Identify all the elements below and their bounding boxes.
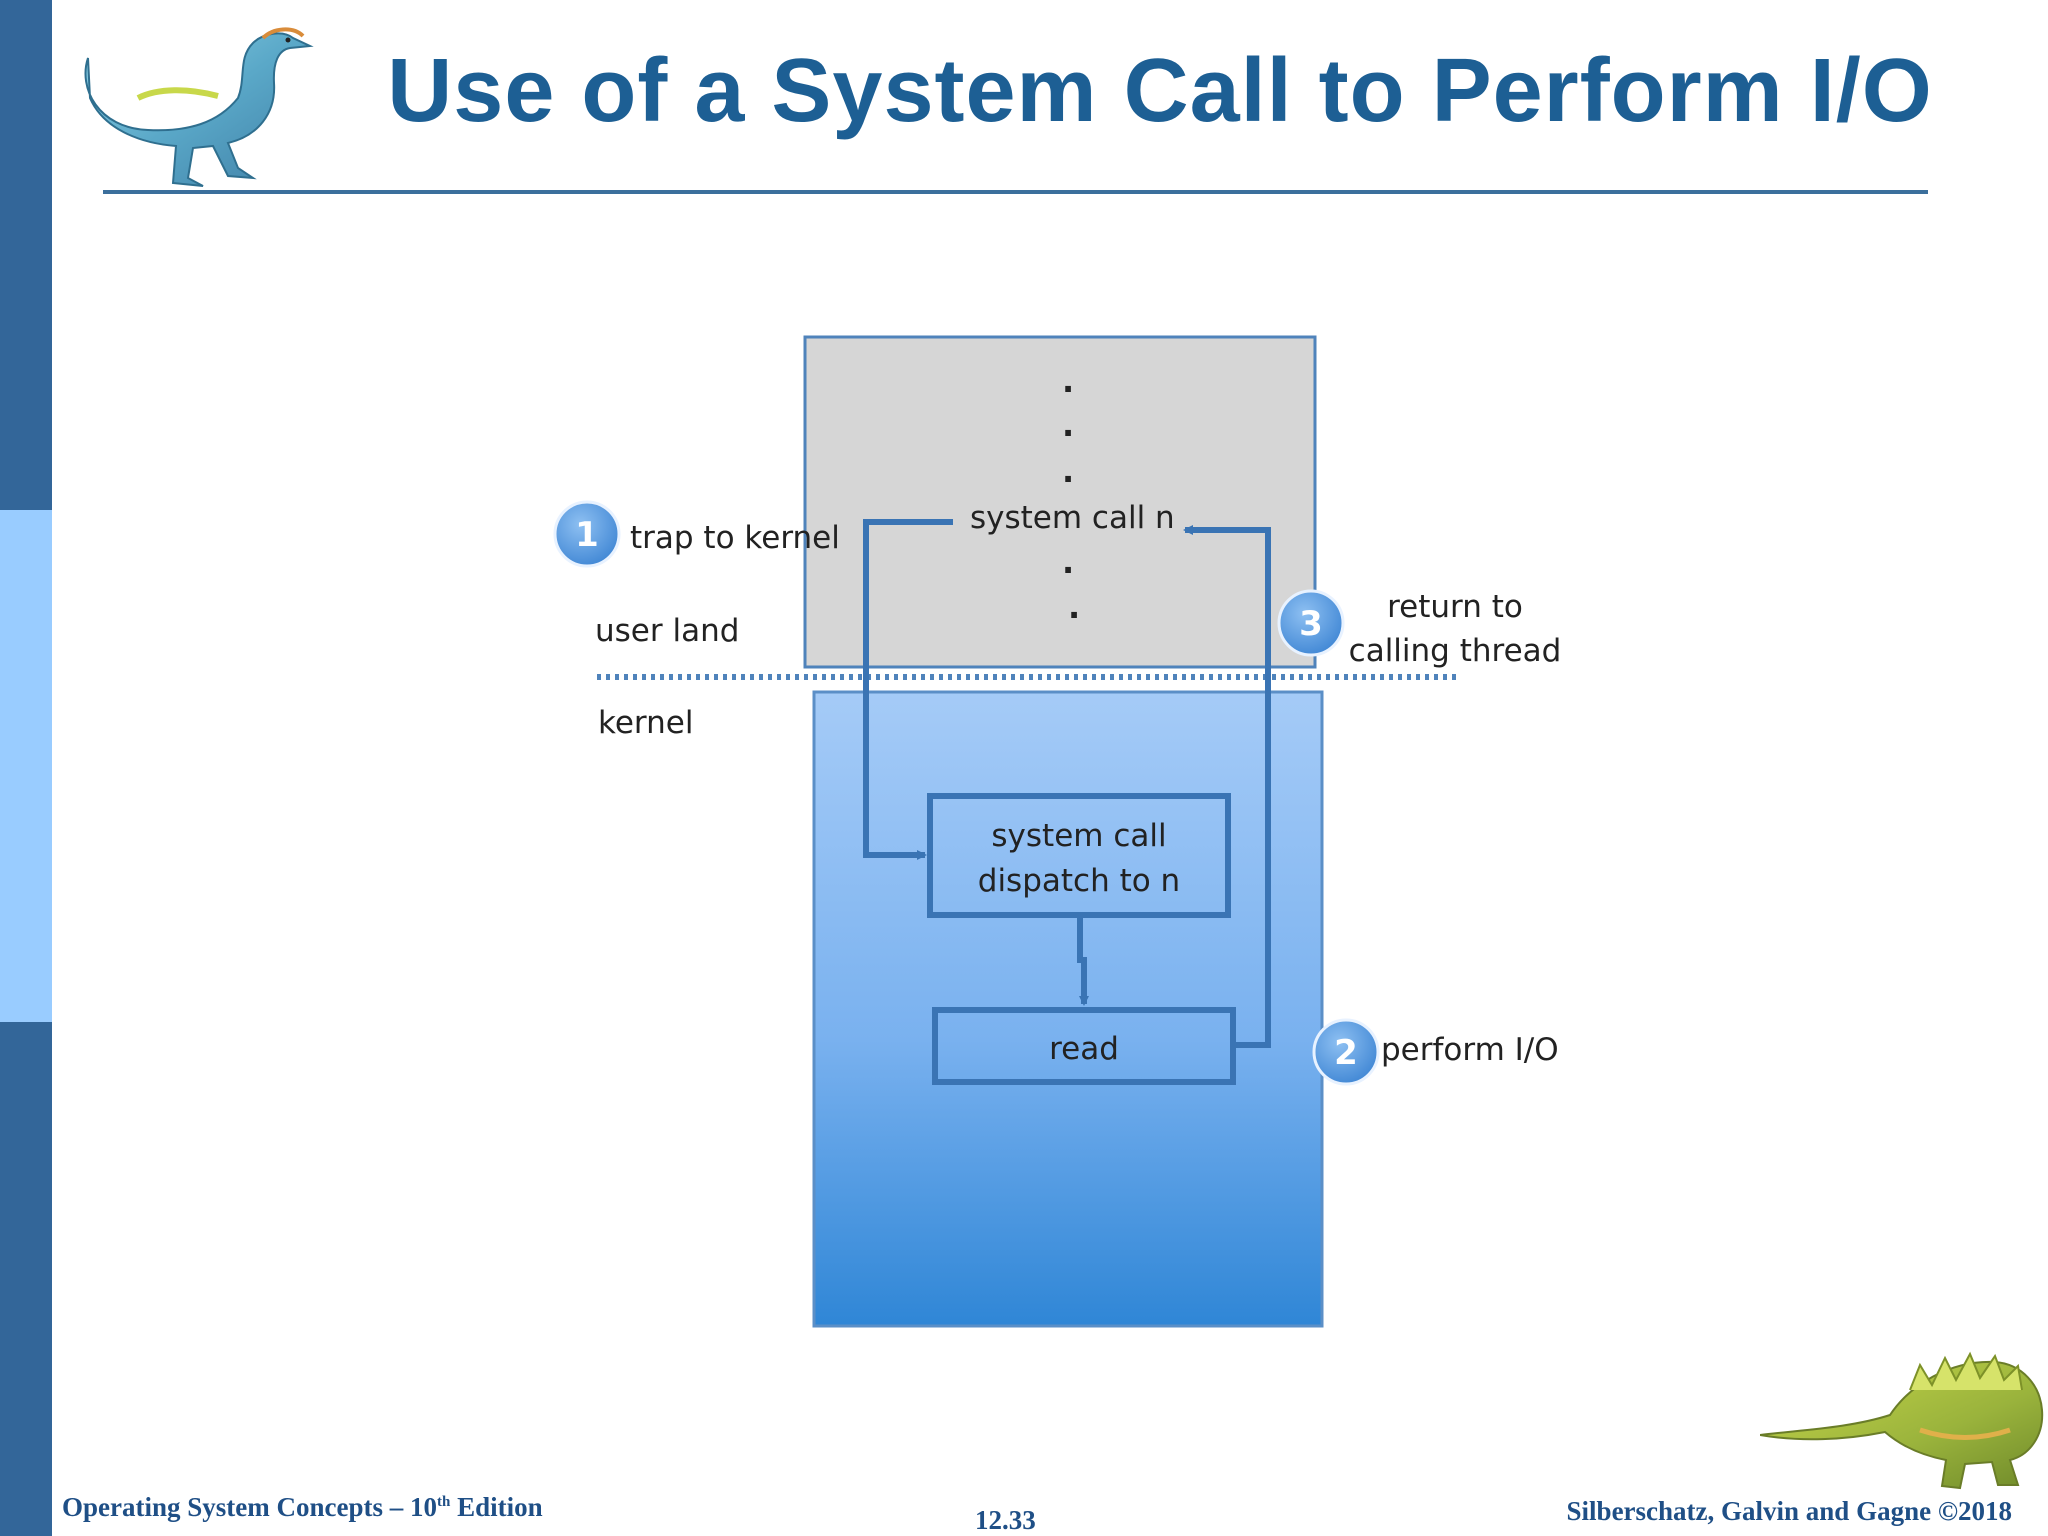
step-1-label: trap to kernel [630, 520, 840, 556]
sidebar-segment-middle [0, 510, 52, 1022]
step-3-number: 3 [1299, 604, 1323, 644]
footer-book-title: Operating System Concepts – 10th Edition [62, 1492, 543, 1523]
ellipsis-dot-3: . [1062, 452, 1074, 490]
dispatch-label-line1: system call [991, 818, 1166, 854]
dispatch-to-read-arrow [1077, 917, 1089, 1006]
return-arrow [1183, 525, 1271, 1048]
title-underline [103, 190, 1928, 194]
footer-book-title-sup: th [436, 1494, 451, 1510]
dinosaur-logo-icon [84, 27, 314, 187]
page-title: Use of a System Call to Perform I/O [387, 41, 1933, 141]
step-2-label: perform I/O [1381, 1032, 1559, 1068]
step-3-label-line1: return to [1387, 589, 1523, 625]
read-box [932, 1007, 1236, 1085]
system-call-n-label: system call n [970, 500, 1175, 536]
user-process-box [803, 335, 1317, 669]
step-2-number: 2 [1334, 1033, 1358, 1073]
sidebar-segment-top [0, 0, 52, 510]
ellipsis-dot-1: . [1062, 362, 1074, 400]
read-label: read [1049, 1031, 1119, 1067]
ellipsis-dot-5: . [1068, 588, 1080, 626]
kernel-label: kernel [598, 705, 693, 741]
trap-arrow [863, 519, 953, 860]
ellipsis-dot-2: . [1062, 406, 1074, 444]
footer-slide-number: 12.33 [975, 1505, 1036, 1535]
dispatch-box [927, 793, 1231, 918]
step-3-badge [1277, 589, 1345, 657]
footer-book-title-end: Edition [450, 1492, 543, 1522]
step-3-label-line2: calling thread [1349, 633, 1562, 669]
step-1-number: 1 [575, 515, 599, 555]
ellipsis-dot-4: . [1062, 543, 1074, 581]
sidebar-strip [0, 0, 52, 1536]
step-1-badge [553, 500, 621, 568]
step-2-badge [1312, 1018, 1380, 1086]
footer-book-title-main: Operating System Concepts – 10 [62, 1492, 437, 1522]
sidebar-segment-bottom [0, 1022, 52, 1536]
stegosaurus-logo-icon [1760, 1351, 2044, 1490]
footer-copyright: Silberschatz, Galvin and Gagne ©2018 [1566, 1496, 2012, 1526]
dispatch-label-line2: dispatch to n [978, 863, 1180, 899]
user-land-label: user land [595, 613, 739, 649]
